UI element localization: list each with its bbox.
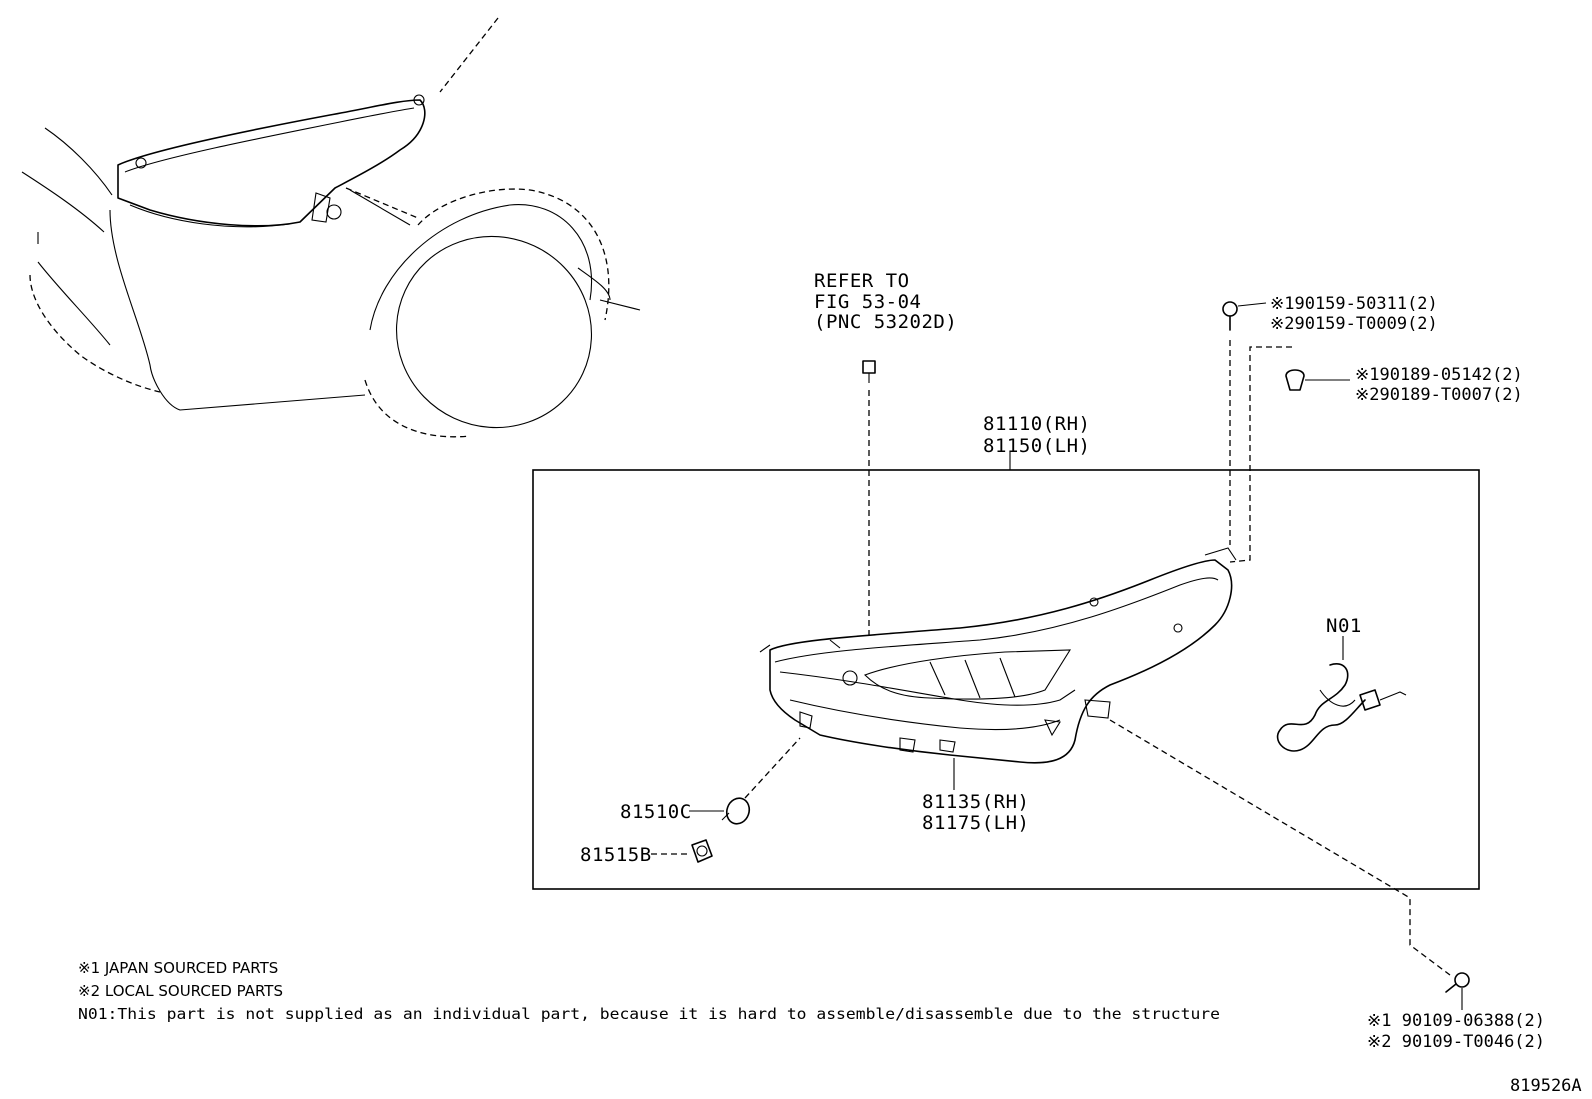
part-81175-lh: 81175(LH) bbox=[922, 812, 1029, 834]
bulb-icon bbox=[721, 797, 751, 825]
part-81150-lh: 81150(LH) bbox=[983, 435, 1090, 457]
assembly-frame bbox=[532, 469, 1480, 890]
clip-nut-icon bbox=[1285, 369, 1305, 391]
refer-line-1: REFER TO bbox=[814, 270, 910, 292]
refer-fastener bbox=[862, 360, 876, 383]
bolt-bottom-local: ※2 90109-T0046(2) bbox=[1367, 1032, 1545, 1052]
figure-id: 819526A bbox=[1510, 1076, 1582, 1096]
part-81515b: 81515B bbox=[580, 844, 652, 866]
nut-japan: ※190189-05142(2) bbox=[1355, 365, 1523, 385]
nut-local: ※290189-T0007(2) bbox=[1355, 385, 1523, 405]
part-n01: N01 bbox=[1326, 615, 1362, 637]
refer-line-2: FIG 53-04 bbox=[814, 291, 921, 313]
top-bolt-icon bbox=[1222, 301, 1238, 331]
harness-n01-icon bbox=[1276, 636, 1407, 752]
part-81110-rh: 81110(RH) bbox=[983, 413, 1090, 435]
headlamp-assembly bbox=[759, 547, 1237, 764]
refer-line-3: (PNC 53202D) bbox=[814, 311, 957, 333]
bolt-top-local: ※290159-T0009(2) bbox=[1270, 314, 1438, 334]
note-japan-sourced: ※1 JAPAN SOURCED PARTS bbox=[78, 959, 278, 977]
note-local-sourced: ※2 LOCAL SOURCED PARTS bbox=[78, 982, 283, 1000]
part-81135-rh: 81135(RH) bbox=[922, 791, 1029, 813]
bolt-top-japan: ※190159-50311(2) bbox=[1270, 294, 1438, 314]
note-n01: N01:This part is not supplied as an indi… bbox=[78, 1005, 1220, 1023]
part-81510c: 81510C bbox=[620, 801, 692, 823]
vehicle-location-view bbox=[21, 17, 641, 438]
socket-icon bbox=[691, 839, 713, 863]
bolt-bottom-japan: ※1 90109-06388(2) bbox=[1367, 1011, 1545, 1031]
bottom-bolt-icon bbox=[1445, 972, 1470, 993]
